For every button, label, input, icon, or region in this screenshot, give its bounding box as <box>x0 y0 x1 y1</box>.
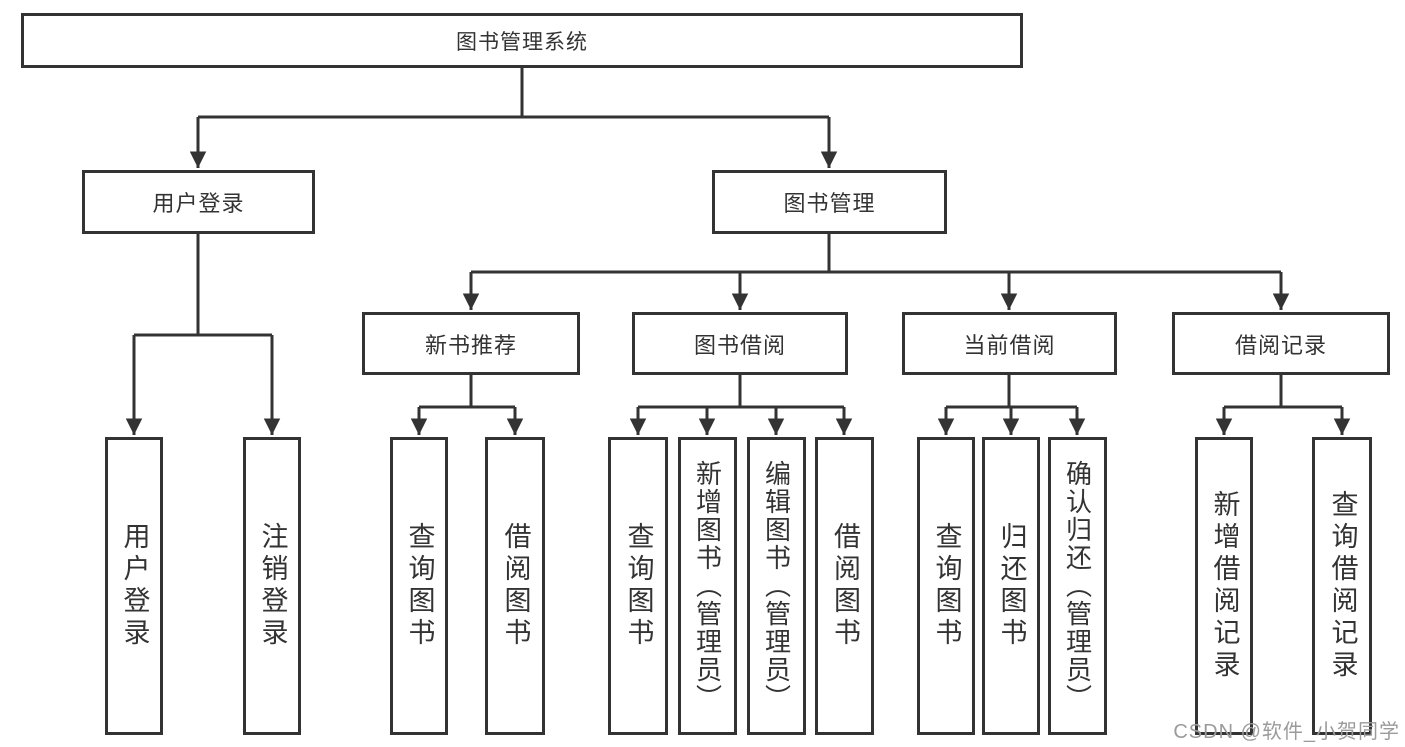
leaf-borrow-books-2: 借阅图书 <box>815 437 874 735</box>
node-new-book-recommend: 新书推荐 <box>362 312 580 375</box>
connector-new-book-children <box>410 375 524 435</box>
node-book-management: 图书管理 <box>712 170 947 234</box>
leaf-return-books: 归还图书 <box>982 437 1040 735</box>
leaf-label: 查询图书 <box>623 522 654 650</box>
csdn-watermark: CSDN @软件_小贺同学 <box>1173 721 1400 743</box>
leaf-label: 确认归还（管理员） <box>1062 460 1093 712</box>
leaf-label: 归还图书 <box>996 522 1027 650</box>
leaf-label: 新增借阅记录 <box>1209 490 1240 682</box>
leaf-label: 借阅图书 <box>500 522 531 650</box>
node-book-borrowing: 图书借阅 <box>632 312 848 375</box>
connector-book-management-children <box>462 234 1290 310</box>
leaf-label: 新增图书（管理员） <box>692 460 723 712</box>
leaf-add-borrow-record: 新增借阅记录 <box>1195 437 1253 735</box>
leaf-label: 用户登录 <box>119 522 150 650</box>
leaf-query-borrow-record: 查询借阅记录 <box>1312 437 1372 735</box>
leaf-user-login: 用户登录 <box>105 437 163 735</box>
leaf-logout: 注销登录 <box>243 437 301 735</box>
leaf-edit-book-admin: 编辑图书（管理员） <box>747 437 806 735</box>
leaf-query-books-3: 查询图书 <box>917 437 975 735</box>
leaf-add-book-admin: 新增图书（管理员） <box>678 437 737 735</box>
connector-borrowing-records-children <box>1215 375 1351 435</box>
connector-book-borrowing-children <box>629 375 853 435</box>
node-user-login: 用户登录 <box>82 170 315 234</box>
node-root-system: 图书管理系统 <box>21 13 1023 68</box>
connector-root-to-level2 <box>189 68 838 168</box>
connector-current-borrowing-children <box>937 375 1086 435</box>
node-borrowing-records: 借阅记录 <box>1172 312 1390 375</box>
leaf-label: 查询借阅记录 <box>1327 490 1358 682</box>
leaf-label: 编辑图书（管理员） <box>761 460 792 712</box>
connector-user-login-children <box>125 234 281 435</box>
leaf-confirm-return-admin: 确认归还（管理员） <box>1048 437 1107 735</box>
leaf-query-books-1: 查询图书 <box>390 437 448 735</box>
leaf-query-books-2: 查询图书 <box>608 437 668 735</box>
leaf-label: 注销登录 <box>257 522 288 650</box>
node-current-borrowing: 当前借阅 <box>902 312 1117 375</box>
leaf-borrow-books-1: 借阅图书 <box>485 437 545 735</box>
leaf-label: 查询图书 <box>404 522 435 650</box>
leaf-label: 查询图书 <box>931 522 962 650</box>
leaf-label: 借阅图书 <box>830 522 860 650</box>
